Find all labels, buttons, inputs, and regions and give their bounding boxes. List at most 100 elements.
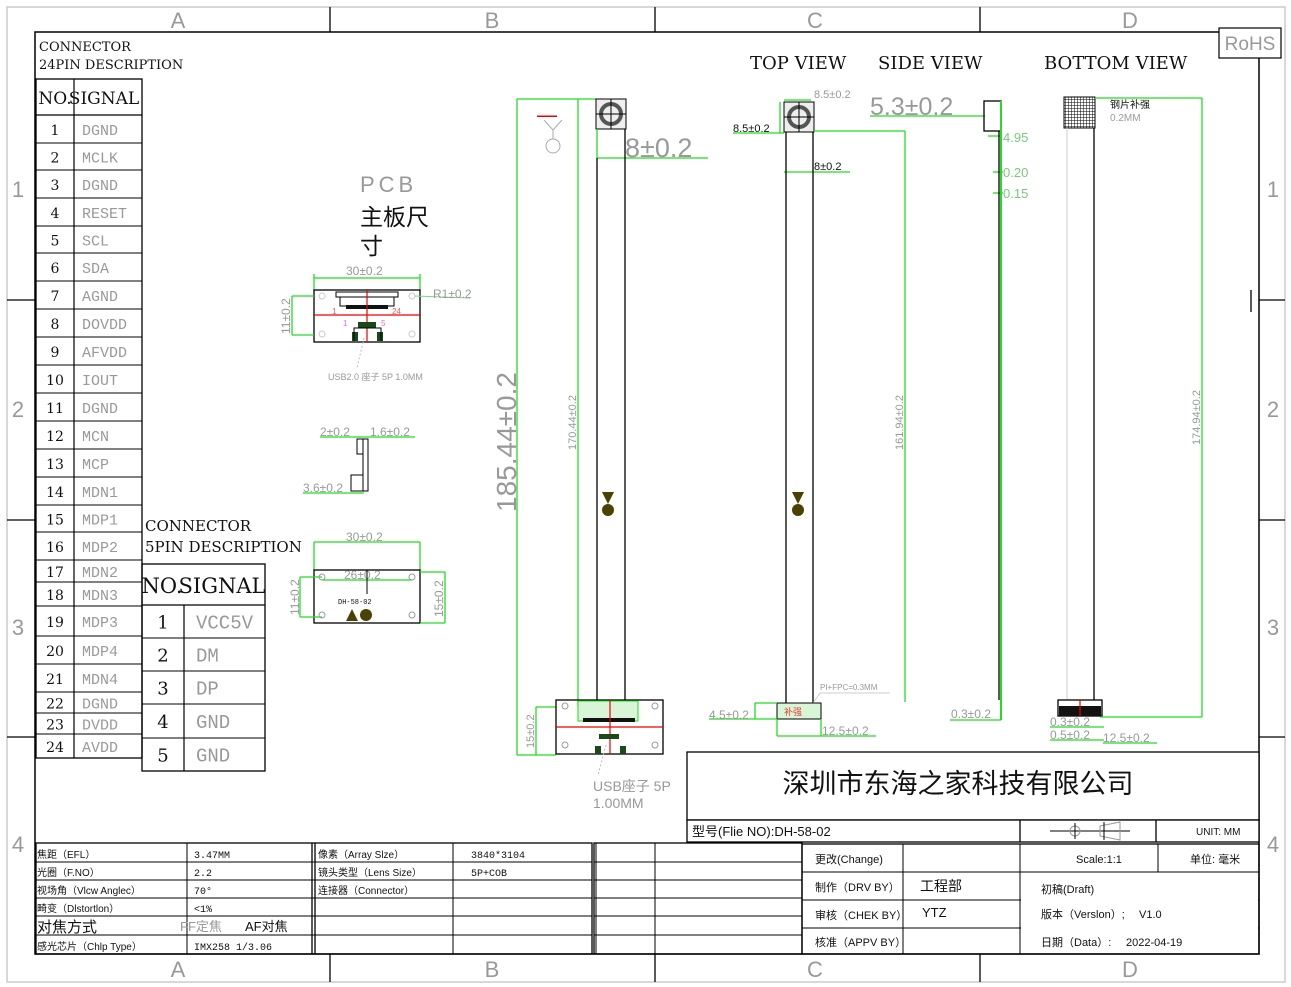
zone-col-c: C <box>807 8 823 33</box>
pin-signal: AGND <box>82 289 118 306</box>
top-view: 8.5±0.2 8.5±0.2 8±0.2 161.94±0.2 PI+FPC=… <box>709 89 906 738</box>
esd-icon <box>792 492 804 516</box>
spec-label: 对焦方式 <box>37 919 97 936</box>
pcb-back-dim-width: 30±0.2 <box>346 530 383 544</box>
pcb-back-dim-height: 11±0.2 <box>288 579 302 615</box>
side-dim-c: 0.15 <box>1003 186 1028 201</box>
pin-signal: MCP <box>82 457 109 474</box>
zone-row-4-right: 4 <box>1267 832 1279 857</box>
spec-row: 光圈（F.NO）2.2 <box>37 866 212 880</box>
connector24-row: 9 AFVDD <box>51 345 127 362</box>
pcb-side-dim-b: 1.6±0.2 <box>370 425 410 439</box>
top-dim-fpc-w: 8±0.2 <box>814 161 841 173</box>
pin-number: 8 <box>51 317 60 333</box>
zone-col-a: A <box>171 8 186 33</box>
pin-signal: DGND <box>82 178 118 195</box>
bottom-dim-b: 0.5±0.2 <box>1050 728 1090 742</box>
pin-signal: MCLK <box>82 151 118 168</box>
pin-signal: VCC5V <box>196 613 254 635</box>
pin-signal: MDP4 <box>82 644 118 661</box>
pin-signal: GND <box>196 746 230 768</box>
connector24-row: 7 AGND <box>51 289 118 306</box>
pin-signal: RESET <box>82 206 127 223</box>
pin-number: 22 <box>46 697 64 713</box>
connector24-title-1: CONNECTOR <box>39 40 132 55</box>
bottom-dim-end: 12.5±0.2 <box>1103 731 1150 745</box>
pin-number: 14 <box>46 485 64 501</box>
pin-signal: GND <box>196 712 230 734</box>
top-dim-module-h: 8.5±0.2 <box>733 123 770 135</box>
appv-label: 核准（APPV BY） <box>815 935 906 949</box>
side-view: 5.3±0.2 4.95 0.20 0.15 0.3±0.2 <box>870 93 1028 721</box>
pcb-side-dim-c: 3.6±0.2 <box>303 481 343 495</box>
pin-number: 6 <box>51 261 60 277</box>
pin-number: 1 <box>51 123 60 139</box>
bottom-dim-a: 0.3±0.2 <box>1050 715 1090 729</box>
pin-signal: DP <box>196 679 219 701</box>
pin-signal: MDN3 <box>82 588 118 605</box>
pcb-back-view: 30±0.2 26±0.2 11±0.2 15±0.2 DH-58-02 <box>288 530 446 624</box>
spec-value: <1% <box>194 905 212 916</box>
pin-number: 9 <box>51 345 60 361</box>
pin-signal: MCN <box>82 429 109 446</box>
pin-number: 4 <box>157 712 168 733</box>
date-label: 日期（Data）: <box>1041 936 1111 949</box>
zone-row-1: 1 <box>12 177 24 202</box>
dim-board-height: 15±0.2 <box>525 714 537 748</box>
bottom-view-title: BOTTOM VIEW <box>1044 53 1188 74</box>
pin-signal: SDA <box>82 261 109 278</box>
zone-col-d: D <box>1122 8 1138 33</box>
connector24-header-no: NO. <box>38 89 71 109</box>
pcb-title: PCB <box>360 172 417 197</box>
side-dim-end: 0.3±0.2 <box>951 707 991 721</box>
usb-note-line2: 1.00MM <box>593 795 644 811</box>
change-label: 更改(Change) <box>815 852 883 866</box>
pin-signal: AFVDD <box>82 345 127 362</box>
side-view-title: SIDE VIEW <box>878 53 983 74</box>
projection-symbol-icon <box>1050 821 1130 841</box>
unit-cn-label: 单位: 毫米 <box>1190 852 1240 866</box>
pin-signal: AVDD <box>82 740 118 757</box>
top-view-title: TOP VIEW <box>750 53 847 74</box>
esd-symbol-icon <box>360 609 372 621</box>
pcb-side-view: 2±0.2 1.6±0.2 3.6±0.2 <box>303 425 415 495</box>
pin-number: 19 <box>46 615 64 631</box>
top-dim-module-w: 8.5±0.2 <box>814 89 851 101</box>
esd-warning-icon <box>346 609 358 621</box>
pin-signal: SCL <box>82 234 109 251</box>
pin-number: 10 <box>46 373 64 389</box>
pcb-side-dim-a: 2±0.2 <box>320 425 350 439</box>
pin-number: 16 <box>46 540 64 556</box>
pcb-dim-height: 11±0.2 <box>279 298 293 334</box>
pcb-subtitle-2: 寸 <box>360 233 383 259</box>
spec-label: 畸变（Dlstortlon） <box>37 902 119 915</box>
zone-row-3: 3 <box>12 615 24 640</box>
spec-label: 像素（Array Slze） <box>318 848 404 861</box>
pcb-dim-radius: R1±0.2 <box>433 287 472 301</box>
version-label: 版本（Verslon）; <box>1041 907 1125 921</box>
pin-number: 7 <box>51 289 60 305</box>
rohs-box <box>1218 27 1282 59</box>
stiffener-label: 补强 <box>784 706 802 717</box>
drv-label: 制作（DRV BY） <box>815 881 900 894</box>
pin-signal: DM <box>196 646 219 668</box>
pcb-pin-left: 1 <box>332 307 337 316</box>
connector5-title-2: 5PIN DESCRIPTION <box>145 538 302 556</box>
lens-symbol-icon <box>545 138 561 154</box>
connector5-header-no: NO. <box>141 574 182 598</box>
spec-row: 镜头类型（Lens Size）5P+COB <box>318 866 507 880</box>
side-dim-b: 0.20 <box>1003 165 1028 180</box>
